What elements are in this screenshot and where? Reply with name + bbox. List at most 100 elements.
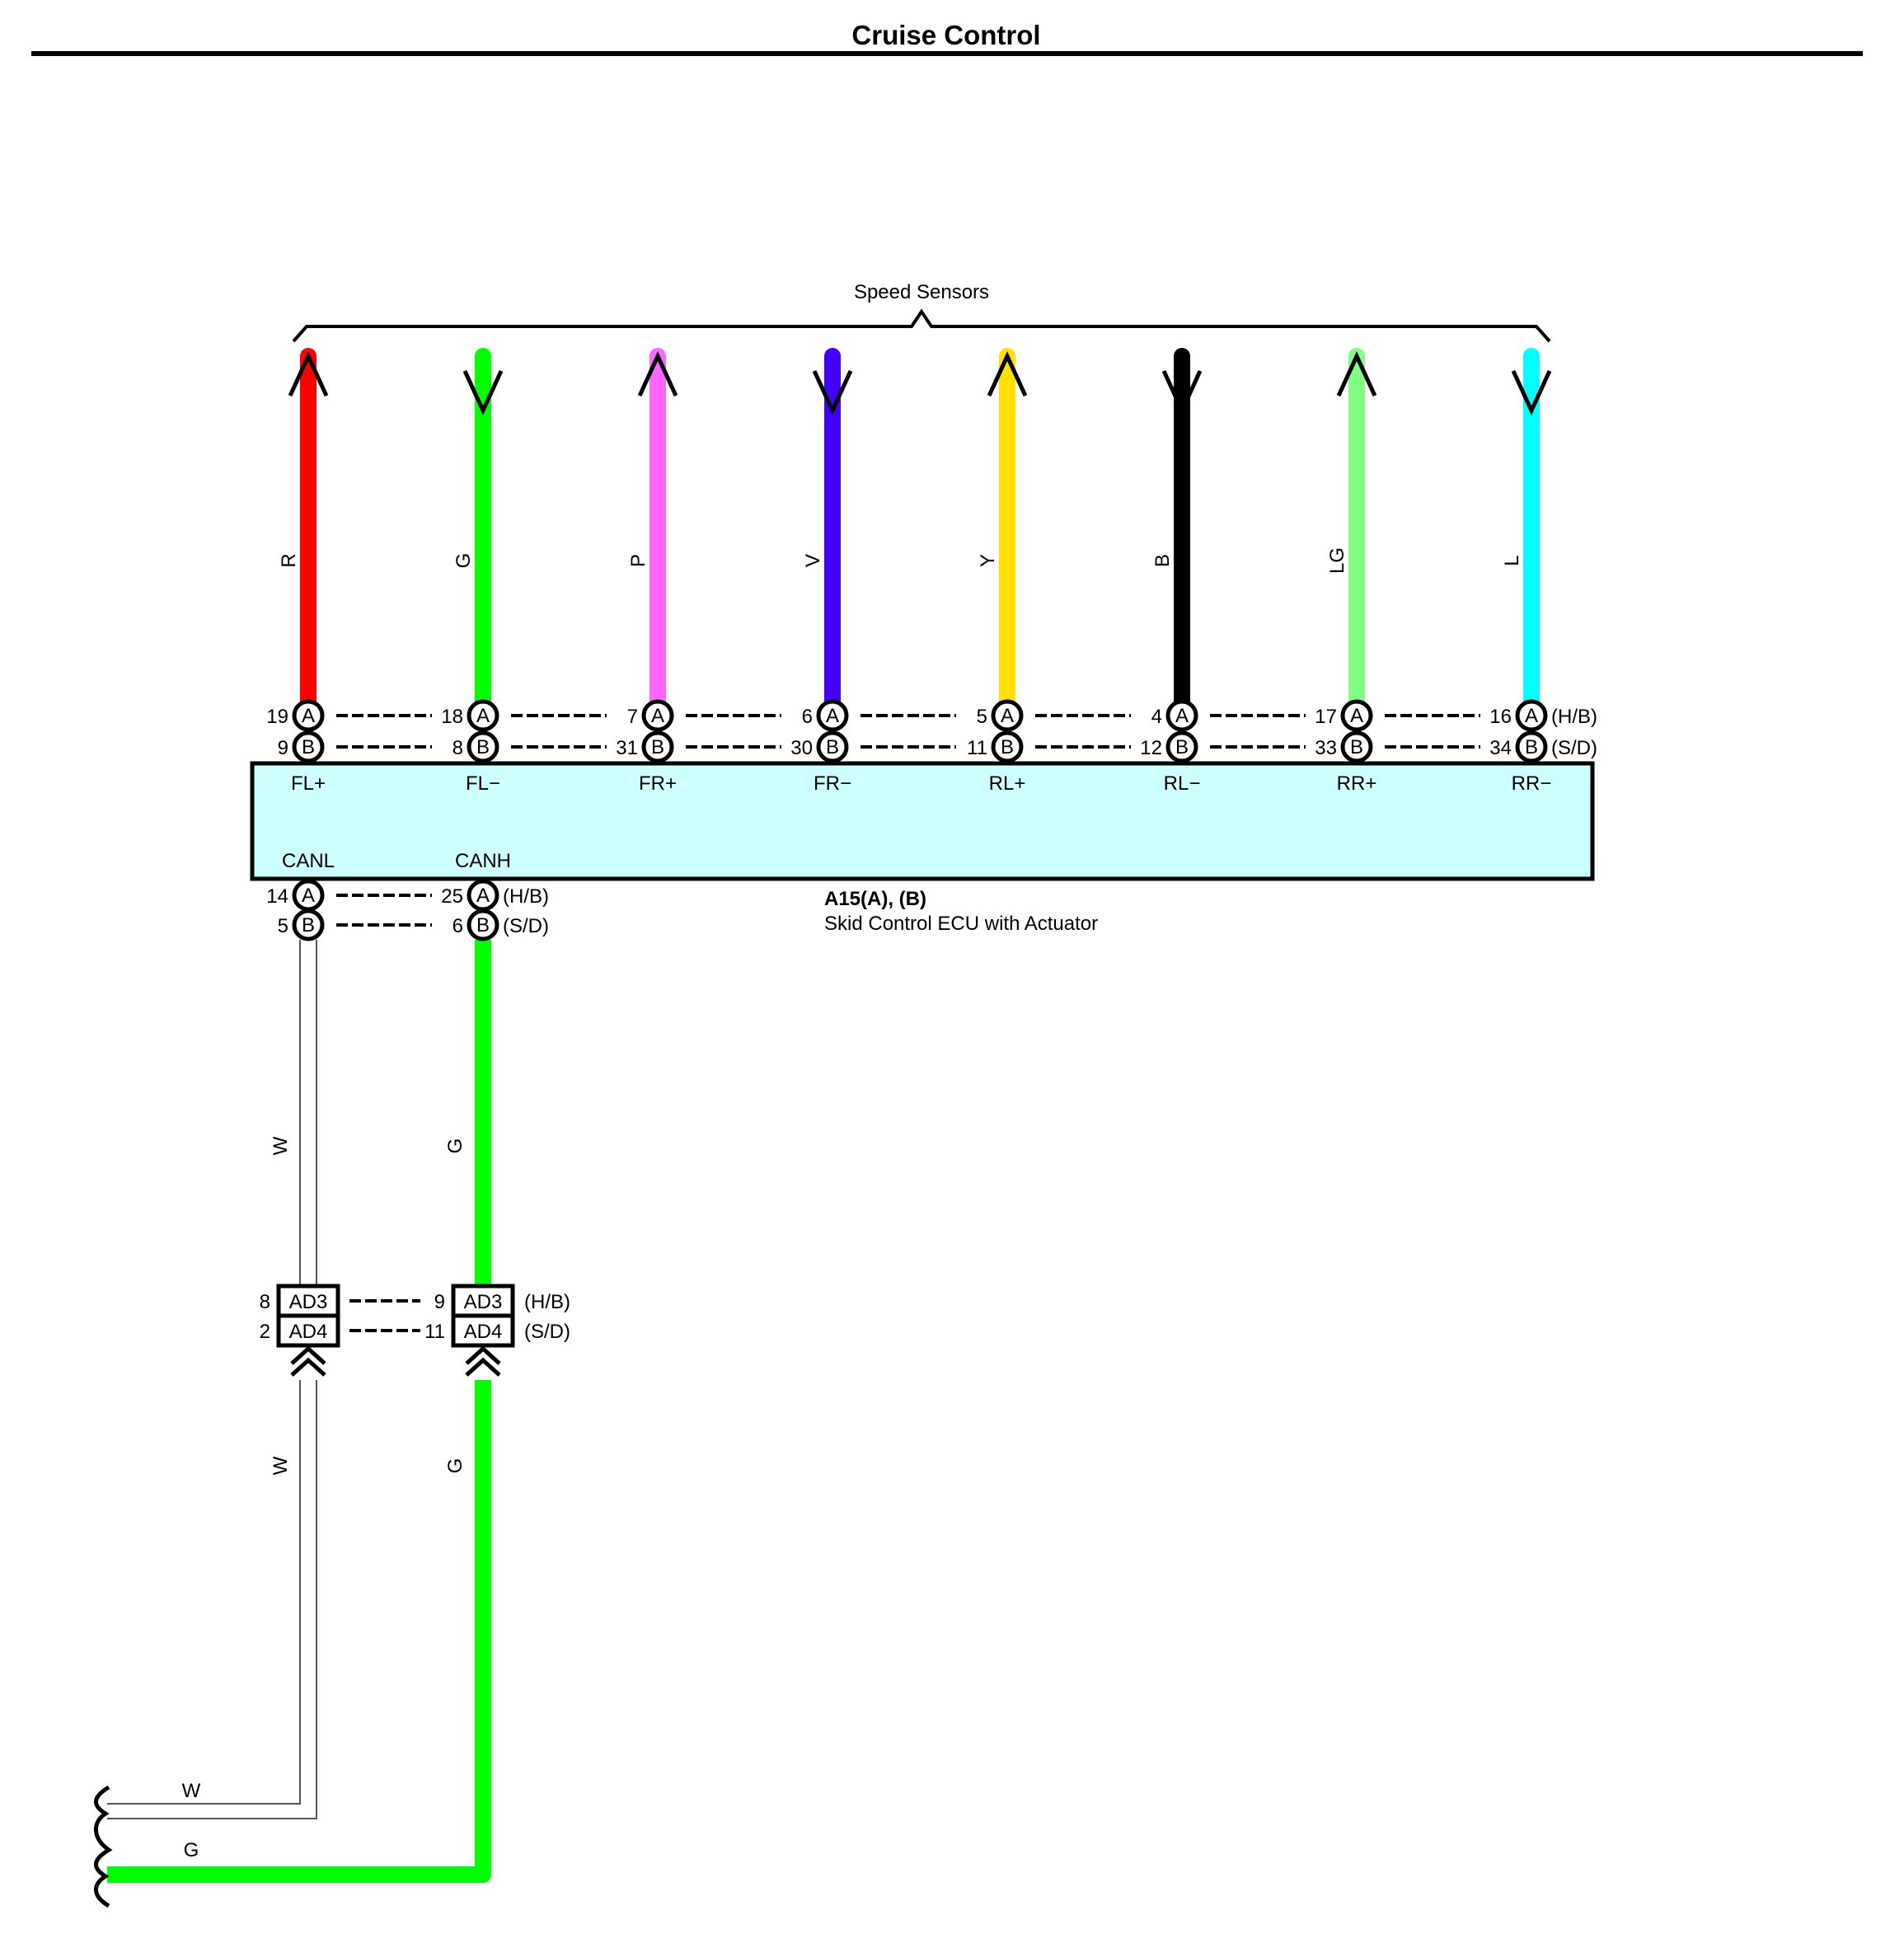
pin-a-circle-letter: A <box>1175 705 1189 727</box>
arrow-up-icon <box>288 350 329 397</box>
pin-a-circle-letter: A <box>651 705 664 727</box>
can-suffix-b: (S/D) <box>503 915 549 937</box>
pin-a-circle <box>1165 699 1198 732</box>
can-wire-w-lower <box>107 1380 317 1819</box>
pin-a-circle-letter: A <box>1350 705 1363 727</box>
can-wire-color-code: G <box>444 1138 467 1154</box>
arrow-up-icon <box>987 350 1028 397</box>
ecu-pin-label: RL− <box>1164 772 1201 795</box>
arrow-down-icon <box>1161 369 1203 416</box>
junction-suffix-a: (H/B) <box>524 1291 570 1313</box>
can-pin-number-a: 25 <box>441 885 463 908</box>
pin-number-b: 30 <box>790 737 813 759</box>
pin-a-circle <box>641 699 674 732</box>
pin-b-circle <box>1165 730 1198 763</box>
ecu-pin-label-canh: CANH <box>455 850 511 872</box>
ecu-pin-label: FR− <box>814 772 851 795</box>
suffix-a: (H/B) <box>1551 706 1597 728</box>
can-pin-a-circle-letter: A <box>476 885 490 907</box>
wire-color-code: R <box>278 553 300 567</box>
arrow-up-icon <box>637 350 678 397</box>
arrow-down-icon <box>812 369 853 416</box>
pin-b-circle <box>991 730 1024 763</box>
can-pin-b-circle <box>467 908 499 941</box>
junction-suffix-b: (S/D) <box>524 1321 570 1343</box>
pin-b-circle <box>292 730 325 763</box>
junction-label-ad4: AD4 <box>464 1321 503 1343</box>
can-wire-color-code: W <box>270 1456 292 1475</box>
pin-a-circle <box>467 699 499 732</box>
double-chevron-icon <box>290 1345 326 1377</box>
ecu-pin-label: FR+ <box>639 772 677 795</box>
page-title: Cruise Control <box>851 20 1040 50</box>
junction-pin-a: 8 <box>260 1291 270 1313</box>
can-pin-a-circle-letter: A <box>302 885 315 907</box>
ecu-pin-label: FL+ <box>291 772 326 795</box>
pin-number-b: 9 <box>278 737 288 759</box>
junction-pin-a: 9 <box>434 1291 445 1313</box>
pin-number-a: 4 <box>1151 706 1162 728</box>
wire-break-icon <box>94 1785 113 1908</box>
pin-b-circle <box>467 730 499 763</box>
arrow-up-icon <box>1336 350 1377 397</box>
pin-b-circle <box>816 730 849 763</box>
ecu-box <box>250 761 1595 881</box>
arrow-down-icon <box>1511 369 1552 416</box>
pin-a-circle-letter: A <box>1525 705 1538 727</box>
can-pin-number-a: 14 <box>266 885 288 908</box>
bottom-label-g: G <box>184 1839 199 1861</box>
pin-a-circle-letter: A <box>302 705 315 727</box>
can-wire-color-code: G <box>444 1458 467 1474</box>
junction-label-ad4: AD4 <box>289 1321 328 1343</box>
pin-number-b: 11 <box>967 737 987 759</box>
pin-a-circle <box>816 699 849 732</box>
sensor-wire-lg: LG 17 33 AB <box>1315 348 1480 763</box>
pin-number-a: 6 <box>802 706 813 728</box>
pin-a-circle-letter: A <box>1001 705 1014 727</box>
junction-box-ad4 <box>276 1313 340 1348</box>
bottom-label-w: W <box>182 1780 201 1802</box>
pin-b-circle <box>1515 730 1548 763</box>
wire-color-code: Y <box>977 554 999 567</box>
speed-sensors-label: Speed Sensors <box>854 281 989 303</box>
pin-number-a: 17 <box>1315 706 1337 728</box>
wire-color-code: LG <box>1326 547 1348 574</box>
ecu-pin-label: RR− <box>1512 772 1552 795</box>
pin-a-circle <box>1340 699 1373 732</box>
pin-b-circle-letter: B <box>476 736 490 758</box>
pin-number-b: 31 <box>616 737 638 759</box>
arrow-down-icon <box>462 369 504 416</box>
double-chevron-icon <box>465 1345 501 1377</box>
pin-b-circle-letter: B <box>1525 736 1538 758</box>
junction-pin-b: 11 <box>424 1321 445 1343</box>
pin-b-circle-letter: B <box>1175 736 1189 758</box>
pin-a-circle-letter: A <box>476 705 490 727</box>
pin-a-circle <box>991 699 1024 732</box>
junction-box-ad4 <box>451 1313 515 1348</box>
ecu-pin-label: RL+ <box>989 772 1026 795</box>
pin-b-circle-letter: B <box>1001 736 1014 758</box>
pin-number-b: 34 <box>1489 737 1512 759</box>
can-pin-b-circle <box>292 908 325 941</box>
can-wires: WWGG145AB256AB(H/B)(S/D)AD3AD482AD3AD491… <box>94 879 570 1908</box>
pin-b-circle <box>1340 730 1373 763</box>
pin-a-circle-letter: A <box>826 705 839 727</box>
pin-a-circle <box>1515 699 1548 732</box>
wire-color-code: G <box>453 553 475 569</box>
pin-b-circle-letter: B <box>1350 736 1363 758</box>
can-pin-b-circle-letter: B <box>476 914 490 936</box>
pin-number-b: 33 <box>1315 737 1337 759</box>
pin-number-b: 8 <box>453 737 463 759</box>
speed-sensors-brace <box>292 308 1551 343</box>
can-pin-number-b: 5 <box>278 915 288 937</box>
wire-color-code: V <box>802 554 824 567</box>
junction-label-ad3: AD3 <box>289 1291 328 1313</box>
pin-b-circle-letter: B <box>651 736 664 758</box>
